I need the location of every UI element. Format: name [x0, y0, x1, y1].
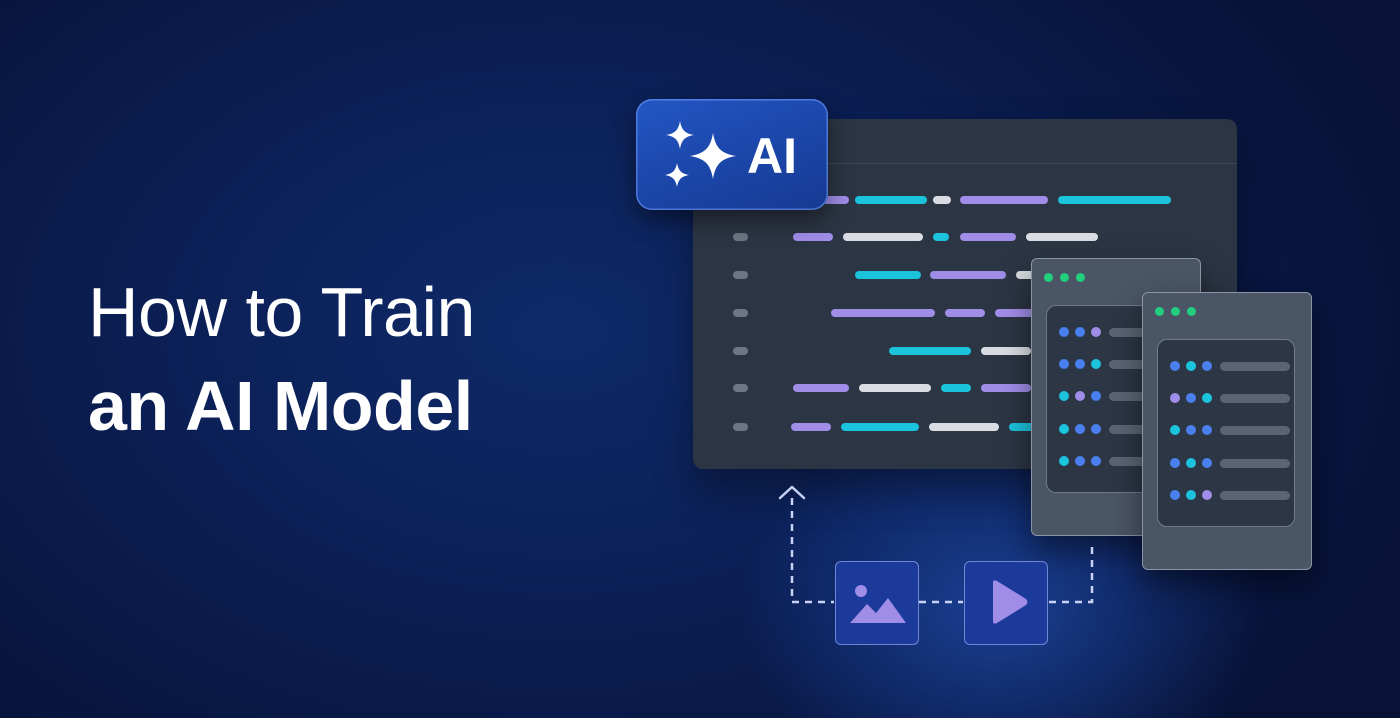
line-marker [733, 423, 748, 431]
code-token [981, 347, 1031, 355]
play-icon [993, 580, 1028, 624]
line-marker [733, 384, 748, 392]
code-token [929, 423, 999, 431]
server-row [1170, 425, 1290, 435]
code-token [995, 309, 1035, 317]
server-rack [1157, 339, 1295, 527]
code-token [1009, 423, 1035, 431]
sparkles-icon [665, 121, 736, 187]
code-token [855, 196, 927, 204]
line-marker [733, 347, 748, 355]
code-token [1016, 271, 1036, 279]
flow-line-right [1049, 546, 1094, 604]
headline: How to Train an AI Model [88, 272, 475, 446]
window-dot [1060, 273, 1069, 282]
code-token [889, 347, 971, 355]
window-dot [1044, 273, 1053, 282]
video-input-box [964, 561, 1048, 645]
server-row [1170, 490, 1290, 500]
window-dot [1187, 307, 1196, 316]
code-token [859, 384, 931, 392]
code-token [941, 384, 971, 392]
code-token [930, 271, 1006, 279]
code-token [791, 423, 831, 431]
code-token [933, 233, 949, 241]
line-marker [733, 233, 748, 241]
window-dot [1076, 273, 1085, 282]
arrow-up-icon [778, 485, 806, 500]
code-token [831, 309, 935, 317]
editor-divider [693, 163, 1237, 164]
code-token [981, 384, 1031, 392]
code-token [933, 196, 951, 204]
code-token [960, 233, 1016, 241]
server-panel [1142, 292, 1312, 570]
window-dot [1171, 307, 1180, 316]
line-marker [733, 271, 748, 279]
ai-badge-label: AI [747, 128, 797, 184]
code-token [841, 423, 919, 431]
headline-line-2: an AI Model [88, 367, 473, 445]
code-token [823, 196, 849, 204]
ai-badge: AI [636, 99, 828, 210]
code-token [1026, 233, 1098, 241]
server-row [1170, 458, 1290, 468]
image-input-box [835, 561, 919, 645]
code-token [793, 384, 849, 392]
code-token [843, 233, 923, 241]
code-token [855, 271, 921, 279]
server-row [1170, 393, 1290, 403]
server-row [1170, 361, 1290, 371]
line-marker [733, 309, 748, 317]
headline-line-1: How to Train [88, 273, 475, 351]
image-icon [850, 585, 906, 623]
code-token [1058, 196, 1171, 204]
code-token [945, 309, 985, 317]
window-dot [1155, 307, 1164, 316]
flow-line-left [790, 498, 834, 604]
code-token [960, 196, 1048, 204]
code-token [793, 233, 833, 241]
